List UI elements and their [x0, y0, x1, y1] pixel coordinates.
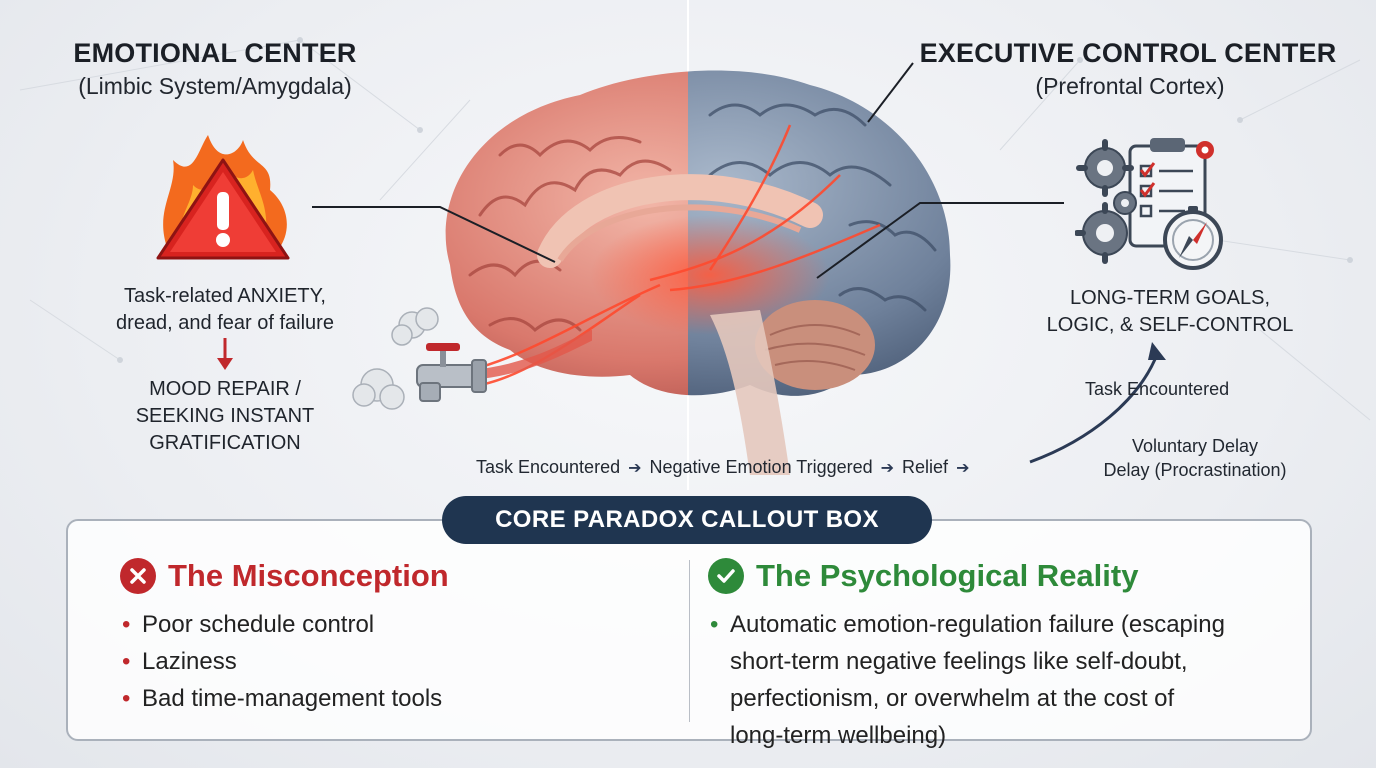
flow-step-3: Relief [902, 457, 949, 477]
delay-line-1: Voluntary Delay [1131, 436, 1259, 456]
misconception-column: The Misconception Poor schedule control … [120, 558, 660, 717]
brain-illustration [445, 70, 951, 475]
anxiety-line-2: dread, and fear of failure [116, 312, 334, 334]
misconception-heading: The Misconception [120, 558, 660, 594]
list-item: Laziness [120, 643, 660, 680]
misconception-heading-text: The Misconception [168, 558, 449, 593]
arrow-right-icon: ➔ [880, 459, 895, 477]
reality-heading: The Psychological Reality [708, 558, 1288, 594]
delay-text: Voluntary Delay Delay (Procrastination) [1085, 434, 1305, 482]
faucet-icon [352, 307, 592, 410]
reality-heading-text: The Psychological Reality [756, 558, 1139, 593]
delay-line-2: Delay (Procrastination) [1103, 460, 1287, 480]
mood-line-1: MOOD REPAIR / [149, 378, 301, 400]
reality-column: The Psychological Reality Automatic emot… [708, 558, 1288, 754]
reality-line-3: perfectionism, or overwhelm at the cost … [730, 685, 1175, 712]
check-circle-icon [708, 558, 744, 594]
down-arrow-icon [217, 338, 233, 370]
reality-list: Automatic emotion-regulation failure (es… [708, 606, 1288, 754]
goals-text: LONG-TERM GOALS, LOGIC, & SELF-CONTROL [1040, 285, 1300, 339]
mood-line-3: GRATIFICATION [149, 432, 301, 454]
goals-line-2: LOGIC, & SELF-CONTROL [1046, 314, 1294, 336]
emotional-center-subtitle: (Limbic System/Amygdala) [78, 73, 352, 99]
flow-row: Task Encountered ➔ Negative Emotion Trig… [476, 457, 969, 478]
arrow-right-icon: ➔ [628, 459, 642, 477]
reality-line-1: Automatic emotion-regulation failure (es… [730, 611, 1225, 638]
callout-divider [689, 560, 690, 722]
emotional-center-title: EMOTIONAL CENTER [73, 38, 357, 68]
mood-line-2: SEEKING INSTANT [135, 405, 315, 427]
callout-title: CORE PARADOX CALLOUT BOX [442, 496, 932, 544]
executive-center-subtitle: (Prefrontal Cortex) [1035, 73, 1225, 99]
reality-line-4: long-term wellbeing) [730, 722, 947, 749]
mood-repair-text: MOOD REPAIR / SEEKING INSTANT GRATIFICAT… [105, 376, 345, 457]
reality-line-2: short-term negative feelings like self-d… [730, 648, 1188, 675]
x-circle-icon [120, 558, 156, 594]
warning-fire-icon [156, 135, 290, 260]
list-item: Poor schedule control [120, 606, 660, 643]
anxiety-text: Task-related ANXIETY, dread, and fear of… [95, 283, 355, 337]
executive-center-title: EXECUTIVE CONTROL CENTER [919, 38, 1337, 68]
anxiety-line-1: Task-related ANXIETY, [124, 285, 326, 307]
goals-line-1: LONG-TERM GOALS, [1069, 287, 1271, 309]
list-item: Bad time-management tools [120, 680, 660, 717]
gears-clipboard-compass-icon [1075, 138, 1223, 270]
flow-step-1: Task Encountered [476, 457, 621, 477]
list-item: Automatic emotion-regulation failure (es… [708, 606, 1288, 754]
arrow-right-icon: ➔ [956, 459, 970, 477]
task-encountered-right: Task Encountered [1085, 379, 1230, 399]
misconception-list: Poor schedule control Laziness Bad time-… [120, 606, 660, 717]
flow-step-2: Negative Emotion Triggered [649, 457, 873, 477]
